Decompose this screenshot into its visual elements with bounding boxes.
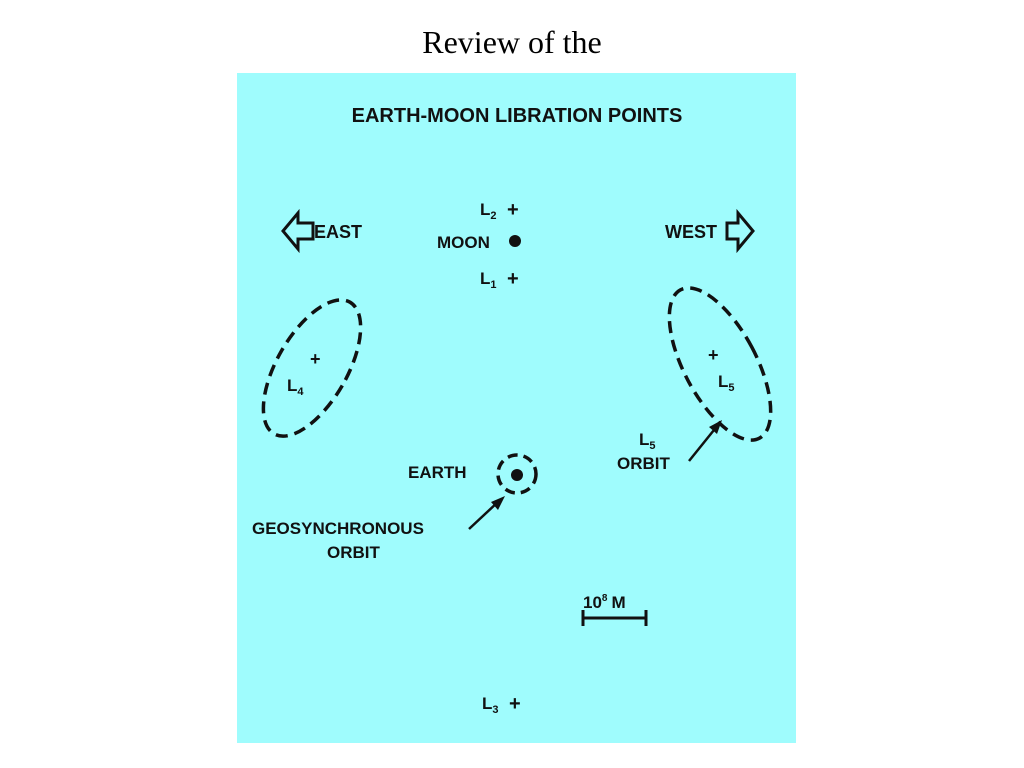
l4-marker: + — [310, 349, 321, 369]
l2-label: L2 — [480, 200, 497, 222]
l3-label: L3 — [482, 694, 499, 716]
l4-orbit — [261, 298, 363, 438]
geo-orbit-label-line2: ORBIT — [327, 543, 381, 562]
west-arrow-icon — [725, 208, 755, 254]
moon-label: MOON — [437, 233, 490, 252]
l3-marker: + — [509, 693, 521, 715]
geo-orbit-pointer — [468, 500, 500, 530]
l5-orbit-pointer — [688, 424, 719, 462]
l5-orbit-label-word: ORBIT — [617, 454, 671, 473]
l4-label: L4 — [287, 376, 304, 398]
diagram-background — [237, 73, 796, 743]
diagram-canvas: EARTH-MOON LIBRATION POINTS EAST WEST L2… — [237, 73, 796, 743]
l2-marker: + — [507, 199, 519, 221]
l1-label: L1 — [480, 269, 497, 291]
l5-label: L5 — [718, 372, 735, 394]
west-label: WEST — [665, 222, 717, 242]
geo-orbit-label-line1: GEOSYNCHRONOUS — [252, 519, 424, 538]
east-arrow-icon — [281, 208, 315, 254]
l1-marker: + — [507, 268, 519, 290]
east-label: EAST — [314, 222, 362, 242]
moon-dot — [509, 235, 521, 247]
l5-orbit-arrowhead-icon — [709, 420, 722, 434]
geosynchronous-orbit-ring — [496, 453, 538, 495]
earth-label: EARTH — [408, 463, 467, 482]
geo-orbit-arrowhead-icon — [491, 496, 505, 510]
diagram-title: EARTH-MOON LIBRATION POINTS — [352, 105, 683, 127]
libration-diagram: EARTH-MOON LIBRATION POINTS EAST WEST L2… — [237, 73, 796, 743]
l5-marker: + — [708, 345, 719, 365]
l5-orbit-label-top: L5 — [639, 430, 656, 452]
earth-dot — [511, 469, 523, 481]
slide-title: Review of the — [422, 24, 602, 60]
l5-orbit — [667, 286, 773, 442]
